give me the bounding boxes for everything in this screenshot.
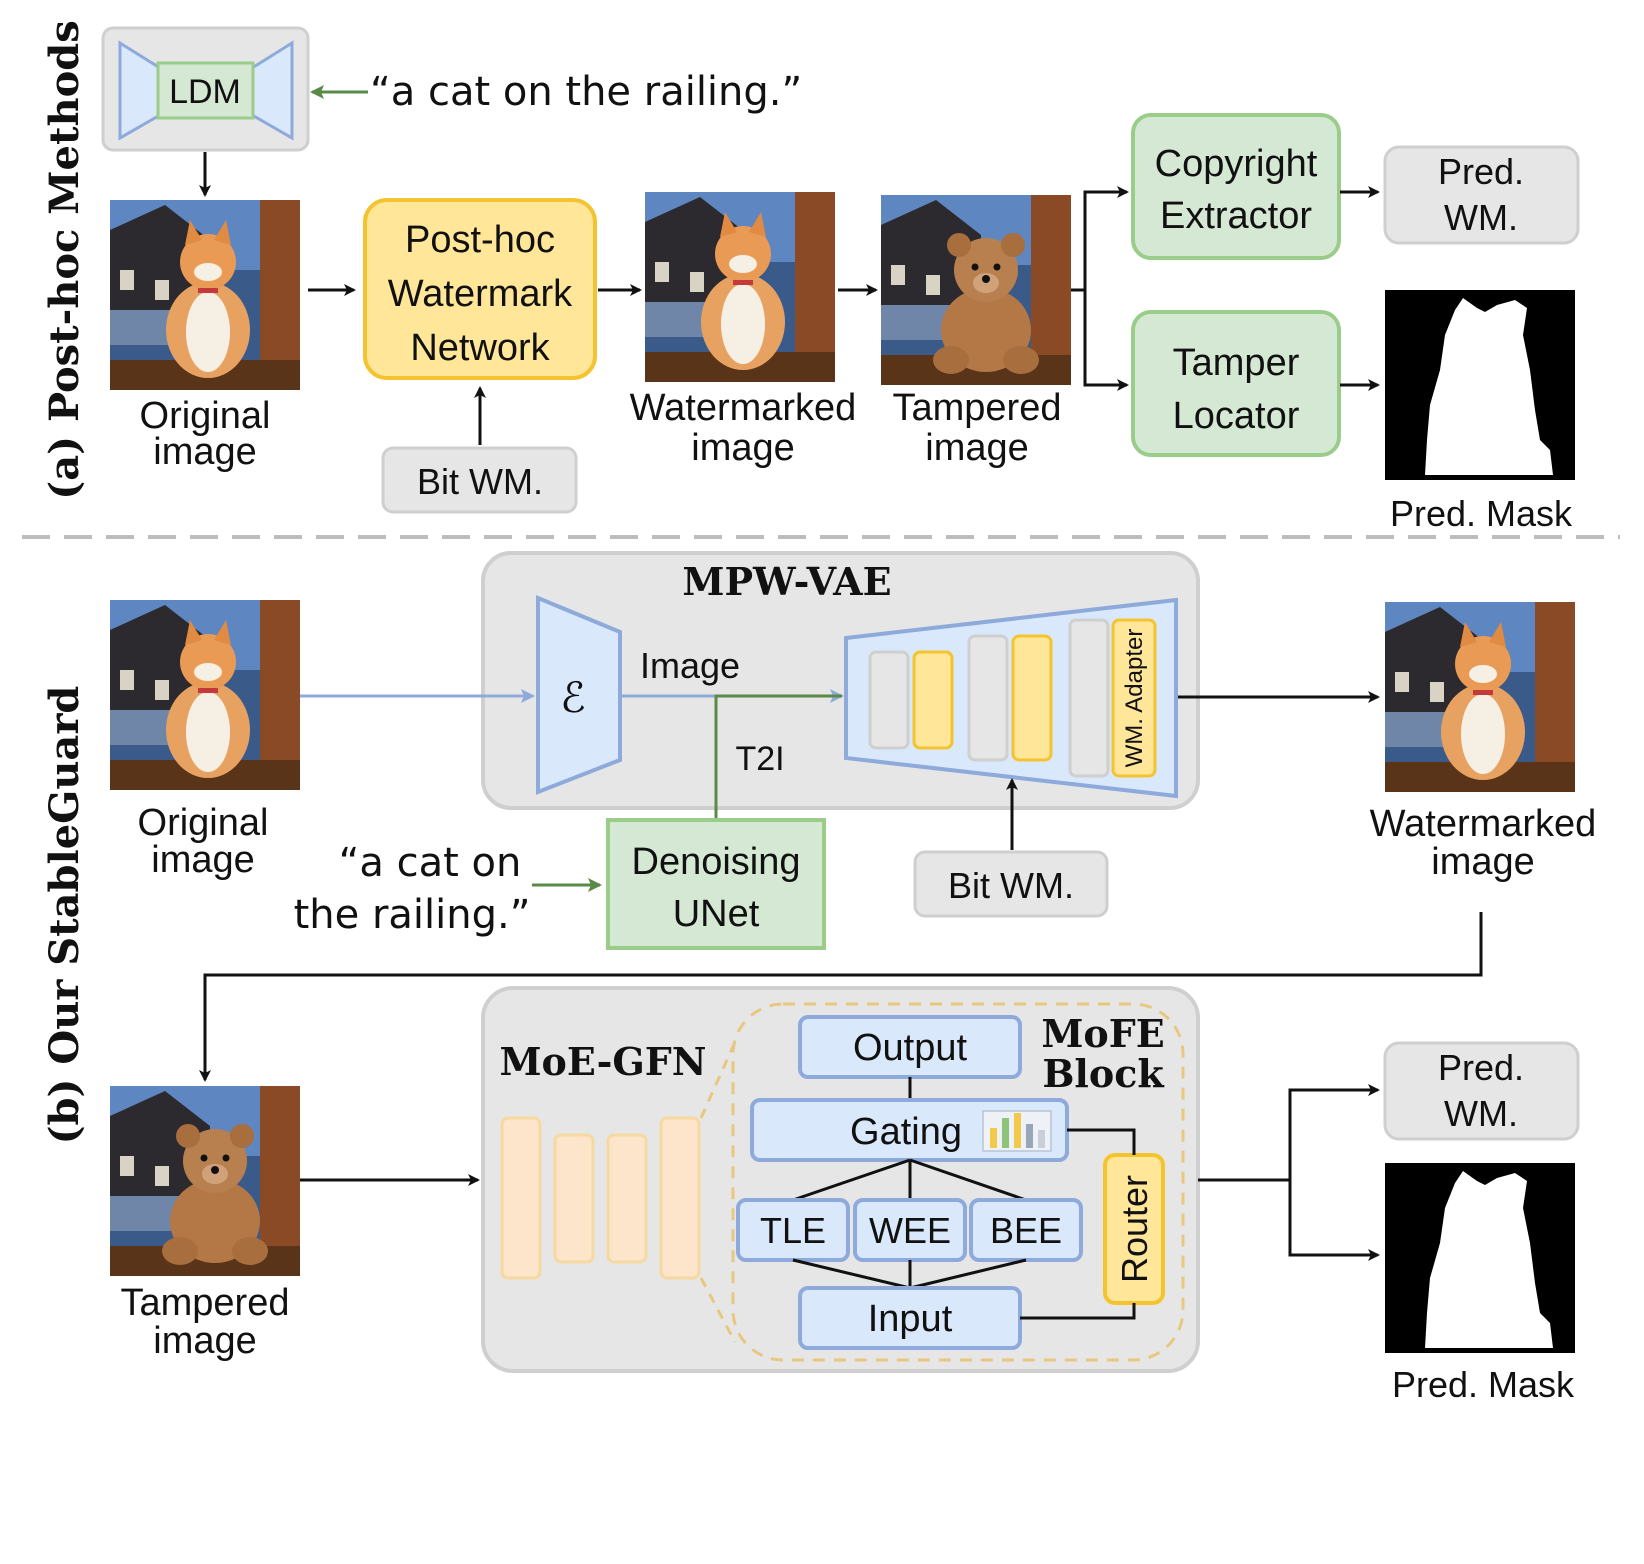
ldm-core xyxy=(156,61,255,120)
denoising-unet-box xyxy=(606,818,826,950)
image-label: Image xyxy=(640,645,740,686)
watermarked-label-a-1: Watermarked xyxy=(630,387,857,429)
gating-bar-3 xyxy=(1014,1113,1021,1148)
posthoc-label-1: Post-hoc xyxy=(405,219,555,261)
bit-wm-box-a xyxy=(381,446,578,514)
gfn-block-2 xyxy=(553,1133,595,1264)
tle-label: TLE xyxy=(760,1210,826,1251)
gfn-block-1 xyxy=(500,1116,542,1280)
pred-mask-label-a: Pred. Mask xyxy=(1390,493,1573,534)
gfn-block-3 xyxy=(606,1133,648,1264)
pred-mask-image-a xyxy=(1385,290,1575,480)
gating-bar-1 xyxy=(990,1128,997,1148)
gating-label: Gating xyxy=(850,1111,962,1153)
unet-label-1: Denoising xyxy=(632,841,801,883)
input-label: Input xyxy=(868,1298,953,1340)
prompt-b-2: the railing.” xyxy=(294,892,531,938)
pred-wm-a-1: Pred. xyxy=(1438,151,1524,192)
mpw-vae-title: MPW-VAE xyxy=(682,559,891,604)
wm-adapter-label: WM. Adapter xyxy=(1121,629,1148,768)
mofe-title-1: MoFE xyxy=(1041,1011,1164,1056)
original-image-b xyxy=(110,600,300,790)
watermarked-image-a xyxy=(645,192,835,382)
encoder-shape xyxy=(536,595,622,795)
mofe-block-outline xyxy=(731,1002,1185,1362)
decoder-block-1 xyxy=(868,650,910,750)
original-label-a-2: image xyxy=(153,431,257,473)
tampered-label-b-2: image xyxy=(153,1320,257,1362)
pred-wm-a-2: WM. xyxy=(1444,197,1518,238)
bit-wm-label-a: Bit WM. xyxy=(417,461,543,502)
watermarked-label-a-2: image xyxy=(691,427,795,469)
decoder-block-2 xyxy=(912,650,954,750)
gating-bar-5 xyxy=(1038,1130,1045,1148)
pred-mask-label-b: Pred. Mask xyxy=(1392,1364,1575,1405)
tamper-label-2: Locator xyxy=(1173,395,1300,437)
bit-wm-box-b xyxy=(913,850,1109,918)
tampered-label-a-2: image xyxy=(925,427,1029,469)
pred-wm-b-1: Pred. xyxy=(1438,1047,1524,1088)
experts-to-input-lines xyxy=(792,1258,1027,1290)
original-image-a xyxy=(110,200,300,390)
bit-wm-label-b: Bit WM. xyxy=(948,865,1074,906)
pred-wm-box-b xyxy=(1383,1041,1580,1141)
pred-wm-b-2: WM. xyxy=(1444,1093,1518,1134)
ldm-label: LDM xyxy=(169,73,241,111)
router-label: Router xyxy=(1114,1175,1155,1283)
mofe-title-2: Block xyxy=(1042,1051,1164,1096)
output-label: Output xyxy=(853,1027,968,1069)
moegfn-to-mask-arrow xyxy=(1288,1180,1380,1261)
tampered-to-copyright-arrow xyxy=(1071,186,1129,292)
wee-label: WEE xyxy=(869,1210,951,1251)
posthoc-label-3: Network xyxy=(410,327,550,369)
posthoc-label-2: Watermark xyxy=(388,273,573,315)
decoder-block-3 xyxy=(967,634,1009,762)
tampered-label-a-1: Tampered xyxy=(893,387,1062,429)
t2i-line xyxy=(714,694,842,820)
router-to-gating-line xyxy=(1067,1128,1136,1155)
moegfn-to-predwm-arrow xyxy=(1198,1084,1380,1182)
input-to-router-line xyxy=(1020,1303,1136,1320)
tampered-image-b xyxy=(110,1086,300,1276)
watermarked-image-b xyxy=(1385,602,1575,792)
copyright-label-1: Copyright xyxy=(1155,143,1318,185)
original-label-b-2: image xyxy=(151,839,255,881)
tampered-to-locator-arrow xyxy=(1083,290,1129,391)
tamper-label-1: Tamper xyxy=(1173,342,1300,384)
gating-bar-4 xyxy=(1026,1124,1033,1148)
bee-label: BEE xyxy=(990,1210,1062,1251)
prompt-b-1: “a cat on xyxy=(339,840,522,886)
gfn-block-4 xyxy=(659,1116,701,1280)
t2i-label: T2I xyxy=(735,740,784,778)
wm-adapter-block xyxy=(1111,618,1157,778)
mofe-zoom-lines xyxy=(699,1041,737,1343)
encoder-symbol: ℰ xyxy=(560,673,585,722)
tampered-image-a xyxy=(881,195,1071,385)
tampered-label-b-1: Tampered xyxy=(121,1282,290,1324)
copyright-extractor-box xyxy=(1131,113,1341,260)
gating-to-experts-lines xyxy=(792,1158,1027,1202)
unet-label-2: UNet xyxy=(673,893,760,935)
watermarked-label-b-1: Watermarked xyxy=(1370,803,1597,845)
pred-mask-image-b xyxy=(1385,1163,1575,1353)
section-b-title: (b) Our StableGuard xyxy=(41,686,88,1145)
pred-wm-box-a xyxy=(1383,145,1580,245)
decoder-block-5 xyxy=(1068,618,1110,778)
moe-gfn-title: MoE-GFN xyxy=(499,1039,706,1084)
tamper-locator-box xyxy=(1131,310,1341,457)
original-label-a-1: Original xyxy=(140,395,271,437)
decoder-block-4 xyxy=(1011,634,1053,762)
section-a-title: (a) Post-hoc Methods xyxy=(41,20,88,499)
copyright-label-2: Extractor xyxy=(1160,195,1312,237)
gating-bar-2 xyxy=(1002,1118,1009,1148)
prompt-a: “a cat on the railing.” xyxy=(370,69,802,115)
watermarked-label-b-2: image xyxy=(1431,841,1535,883)
original-label-b-1: Original xyxy=(138,802,269,844)
posthoc-network-box xyxy=(363,198,597,380)
watermarked-to-tampered-loop-arrow xyxy=(199,912,1483,1082)
